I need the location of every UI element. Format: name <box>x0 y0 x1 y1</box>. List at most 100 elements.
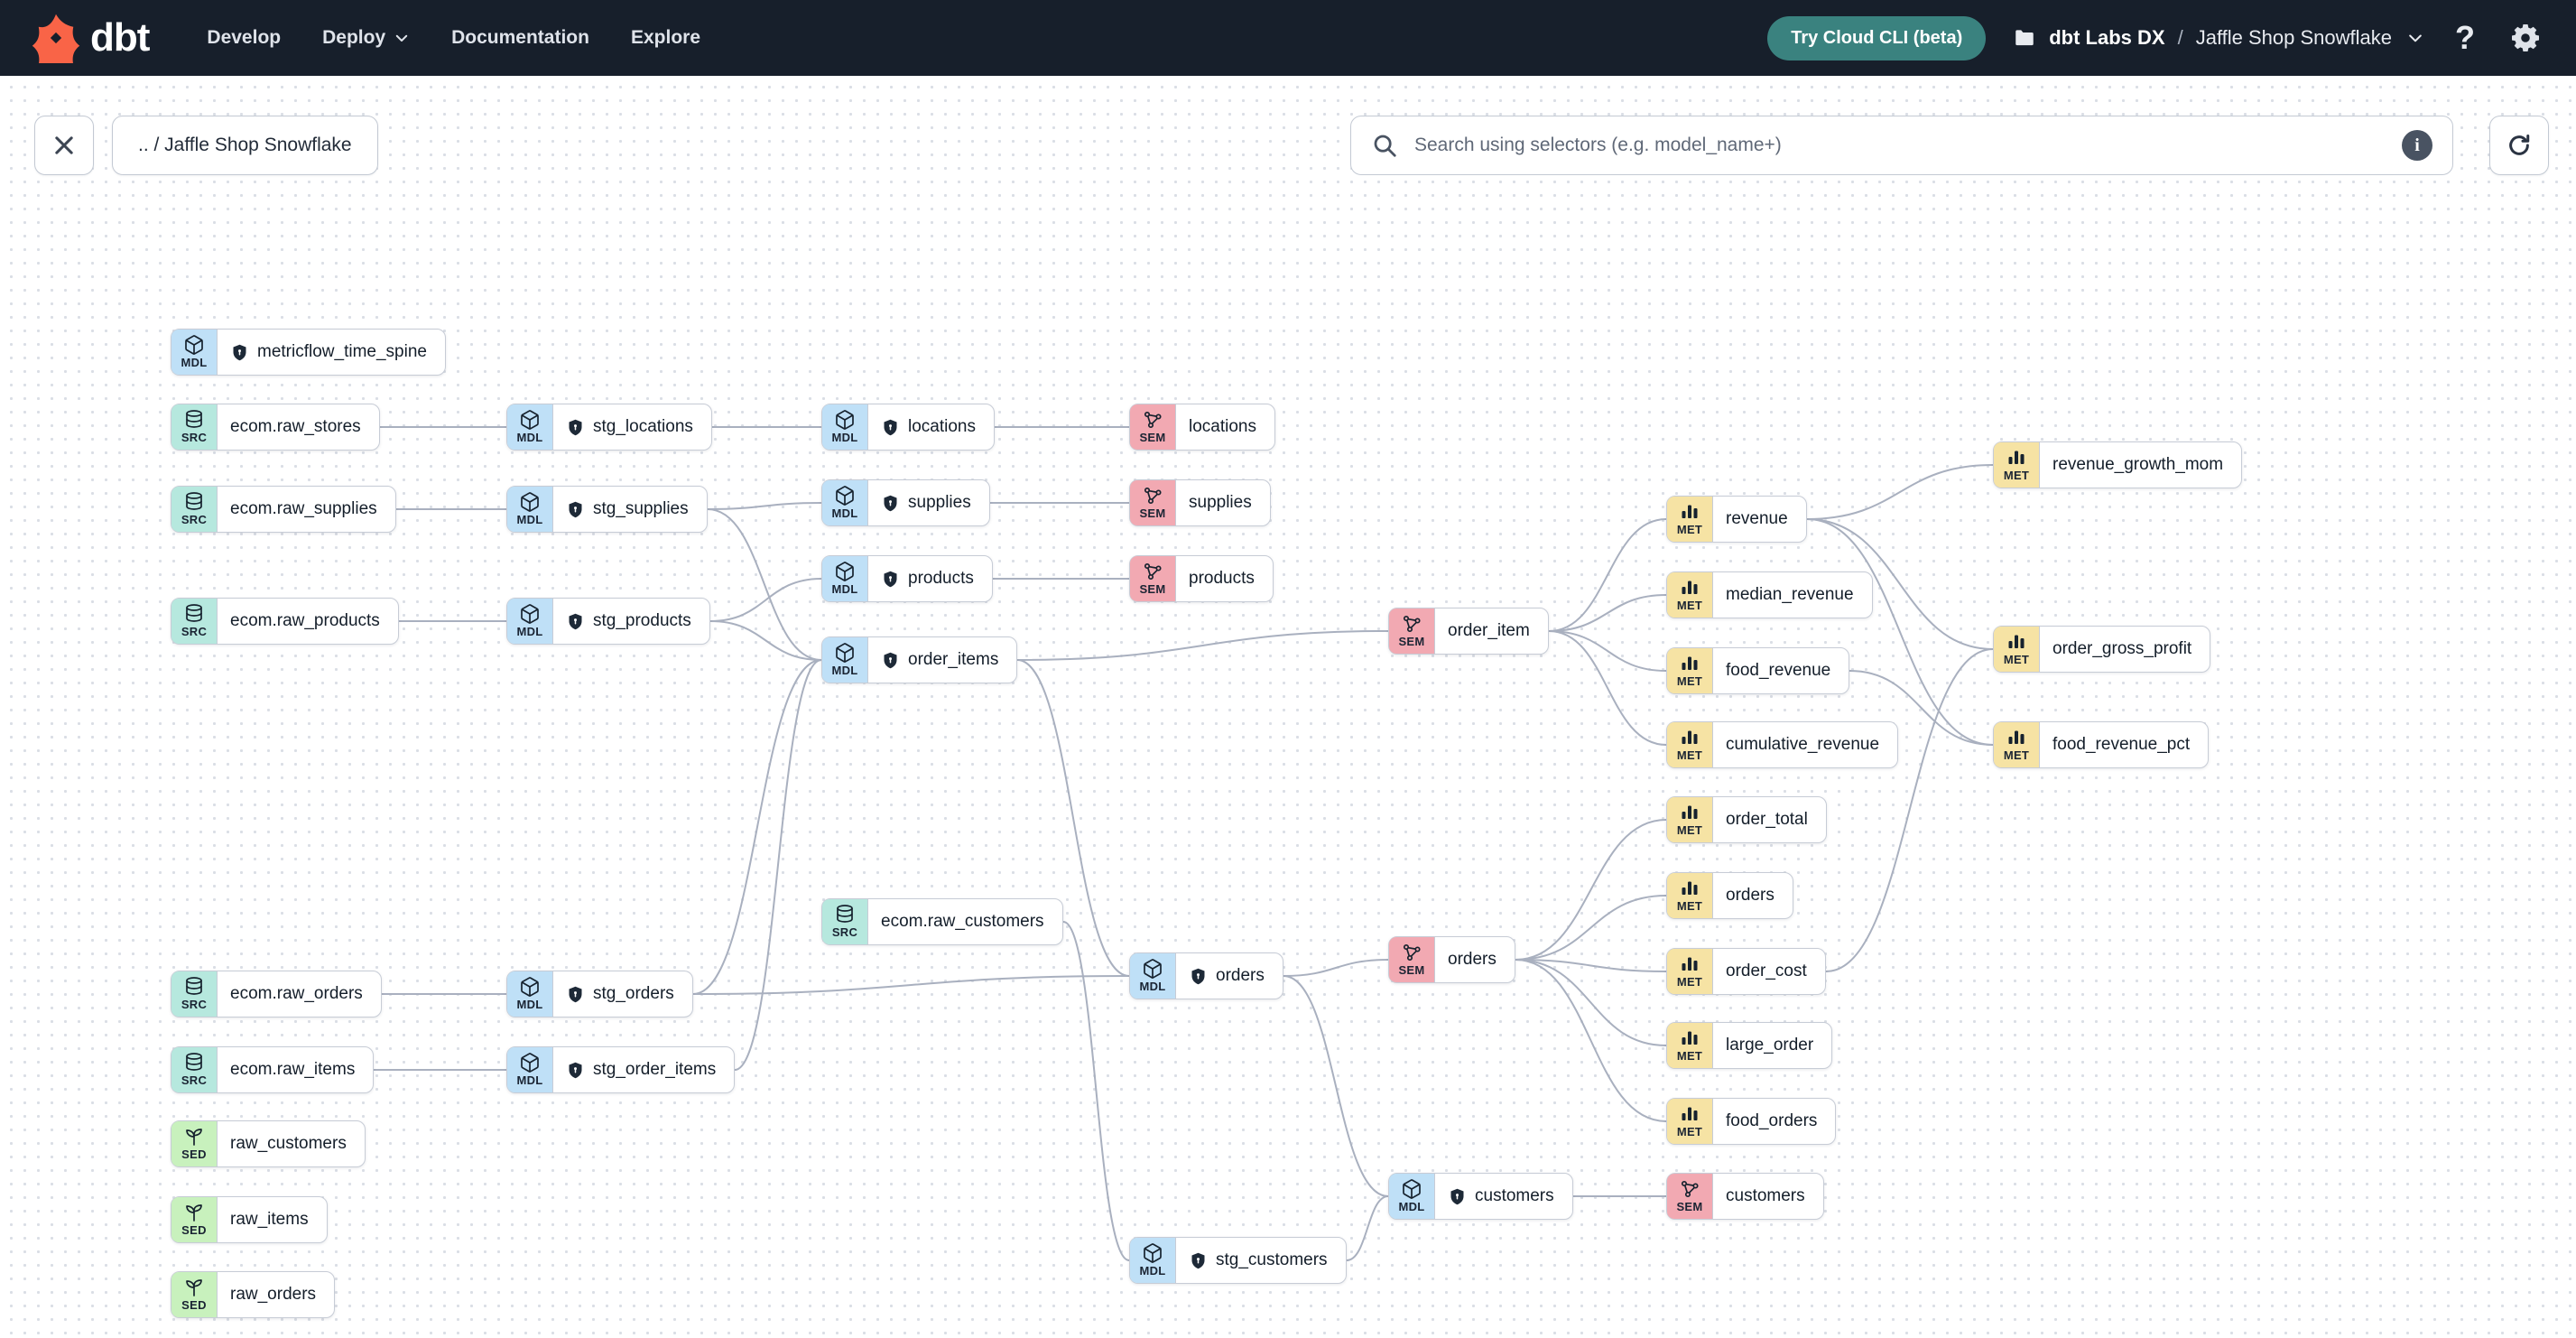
graph-node-median_revenue[interactable]: MET median_revenue <box>1666 571 1873 618</box>
graph-node-stg_locations[interactable]: MDL stg_locations <box>506 404 712 451</box>
node-type-badge: MET <box>1994 627 2040 672</box>
selector-search[interactable]: i <box>1350 116 2453 175</box>
node-label: locations <box>1189 417 1256 436</box>
graph-node-metricflow_time_spine[interactable]: MDL metricflow_time_spine <box>171 329 446 376</box>
graph-node-order_cost[interactable]: MET order_cost <box>1666 948 1826 995</box>
project-name[interactable]: Jaffle Shop Snowflake <box>2195 26 2392 49</box>
model-icon <box>519 1052 541 1074</box>
dbt-logo[interactable]: dbt <box>31 13 150 63</box>
top-navbar: dbt Develop Deploy Documentation Explore… <box>0 0 2576 76</box>
graph-node-order_item_sem[interactable]: SEM order_item <box>1388 608 1549 655</box>
node-type-label: MET <box>1676 1125 1703 1139</box>
nav-item-explore[interactable]: Explore <box>630 27 700 48</box>
graph-node-raw_orders_seed[interactable]: SED raw_orders <box>171 1271 336 1318</box>
graph-node-raw_stores_src[interactable]: SRC ecom.raw_stores <box>171 404 380 451</box>
node-type-label: SEM <box>1139 582 1166 597</box>
node-type-label: MDL <box>181 356 208 370</box>
semantic-model-icon <box>1142 561 1163 583</box>
graph-node-products_sem[interactable]: SEM products <box>1129 555 1274 602</box>
graph-node-stg_products[interactable]: MDL stg_products <box>506 598 710 645</box>
graph-node-revenue[interactable]: MET revenue <box>1666 496 1807 543</box>
help-button[interactable]: ? <box>2451 18 2479 58</box>
node-label: ecom.raw_stores <box>230 417 361 436</box>
node-type-badge: MDL <box>507 487 553 532</box>
graph-node-stg_customers[interactable]: MDL stg_customers <box>1129 1237 1347 1284</box>
graph-node-large_order[interactable]: MET large_order <box>1666 1022 1833 1069</box>
gear-icon <box>2512 24 2539 52</box>
model-icon <box>834 485 856 507</box>
refresh-button[interactable] <box>2489 116 2549 175</box>
model-icon <box>1401 1178 1422 1201</box>
graph-node-order_total[interactable]: MET order_total <box>1666 796 1827 843</box>
node-type-badge: MDL <box>507 1047 553 1092</box>
graph-node-order_items[interactable]: MDL order_items <box>821 636 1018 683</box>
lineage-canvas[interactable]: MDL metricflow_time_spine SRC ecom.raw_s… <box>0 76 2576 1338</box>
graph-node-orders_mdl[interactable]: MDL orders <box>1129 952 1283 999</box>
shield-icon <box>566 1061 585 1080</box>
chevron-down-icon <box>395 34 408 42</box>
node-label: ecom.raw_customers <box>881 912 1044 931</box>
graph-node-supplies_sem[interactable]: SEM supplies <box>1129 479 1271 526</box>
graph-node-stg_supplies[interactable]: MDL stg_supplies <box>506 486 708 533</box>
graph-node-stg_orders[interactable]: MDL stg_orders <box>506 971 693 1017</box>
graph-node-raw_supplies_src[interactable]: SRC ecom.raw_supplies <box>171 486 396 533</box>
account-name[interactable]: dbt Labs DX <box>2049 26 2165 49</box>
node-type-badge: MET <box>1667 949 1713 994</box>
source-icon <box>183 409 205 432</box>
graph-node-raw_customers_seed[interactable]: SED raw_customers <box>171 1120 366 1167</box>
close-button[interactable] <box>34 116 94 175</box>
graph-node-food_revenue[interactable]: MET food_revenue <box>1666 647 1850 694</box>
graph-node-products[interactable]: MDL products <box>821 555 993 602</box>
graph-node-orders_sem[interactable]: SEM orders <box>1388 936 1515 983</box>
graph-node-raw_customers_src[interactable]: SRC ecom.raw_customers <box>821 898 1063 945</box>
source-icon <box>183 1052 205 1074</box>
metric-icon <box>2006 447 2027 469</box>
graph-node-order_gross_profit[interactable]: MET order_gross_profit <box>1993 626 2211 673</box>
graph-node-food_orders[interactable]: MET food_orders <box>1666 1098 1837 1145</box>
node-type-badge: SED <box>171 1121 218 1166</box>
model-icon <box>1142 958 1163 980</box>
graph-node-locations_sem[interactable]: SEM locations <box>1129 404 1275 451</box>
metric-icon <box>1679 878 1700 900</box>
node-type-label: SEM <box>1398 963 1425 978</box>
lineage-path-chip[interactable]: .. / Jaffle Shop Snowflake <box>112 116 378 175</box>
node-type-badge: SEM <box>1130 556 1176 601</box>
nav-item-develop[interactable]: Develop <box>207 27 282 48</box>
search-input[interactable] <box>1413 134 2387 157</box>
chevron-down-icon[interactable] <box>2406 29 2424 47</box>
close-icon <box>55 136 73 154</box>
graph-node-stg_order_items[interactable]: MDL stg_order_items <box>506 1046 736 1093</box>
graph-node-customers_sem[interactable]: SEM customers <box>1666 1173 1824 1220</box>
graph-node-food_revenue_pct[interactable]: MET food_revenue_pct <box>1993 721 2210 768</box>
shield-icon <box>1448 1187 1467 1206</box>
seed-icon <box>183 1202 205 1224</box>
graph-node-cumulative_revenue[interactable]: MET cumulative_revenue <box>1666 721 1899 768</box>
node-label: orders <box>1448 950 1496 969</box>
graph-node-raw_products_src[interactable]: SRC ecom.raw_products <box>171 598 399 645</box>
graph-node-locations[interactable]: MDL locations <box>821 404 995 451</box>
info-icon[interactable]: i <box>2402 130 2432 161</box>
dbt-logo-icon <box>32 14 80 63</box>
source-icon <box>183 491 205 514</box>
graph-node-raw_orders_src[interactable]: SRC ecom.raw_orders <box>171 971 382 1017</box>
graph-node-revenue_growth_mom[interactable]: MET revenue_growth_mom <box>1993 441 2243 488</box>
graph-node-supplies[interactable]: MDL supplies <box>821 479 990 526</box>
node-type-label: SED <box>181 1298 207 1313</box>
node-label: cumulative_revenue <box>1726 735 1880 754</box>
node-label: raw_items <box>230 1210 309 1229</box>
nav-item-deploy[interactable]: Deploy <box>322 27 410 49</box>
graph-node-raw_items_seed[interactable]: SED raw_items <box>171 1196 328 1243</box>
graph-node-raw_items_src[interactable]: SRC ecom.raw_items <box>171 1046 375 1093</box>
metric-icon <box>2006 727 2027 749</box>
settings-button[interactable] <box>2506 18 2545 58</box>
graph-node-customers_mdl[interactable]: MDL customers <box>1388 1173 1573 1220</box>
nav-item-documentation[interactable]: Documentation <box>451 27 589 48</box>
node-label: stg_customers <box>1216 1250 1328 1269</box>
node-type-badge: MET <box>1667 1099 1713 1144</box>
model-icon <box>1142 1242 1163 1265</box>
node-type-badge: MET <box>1667 722 1713 767</box>
graph-node-orders_met[interactable]: MET orders <box>1666 872 1793 919</box>
node-type-badge: MET <box>1667 1023 1713 1068</box>
try-cloud-cli-button[interactable]: Try Cloud CLI (beta) <box>1767 15 1987 60</box>
main-nav: Develop Deploy Documentation Explore <box>207 27 700 49</box>
